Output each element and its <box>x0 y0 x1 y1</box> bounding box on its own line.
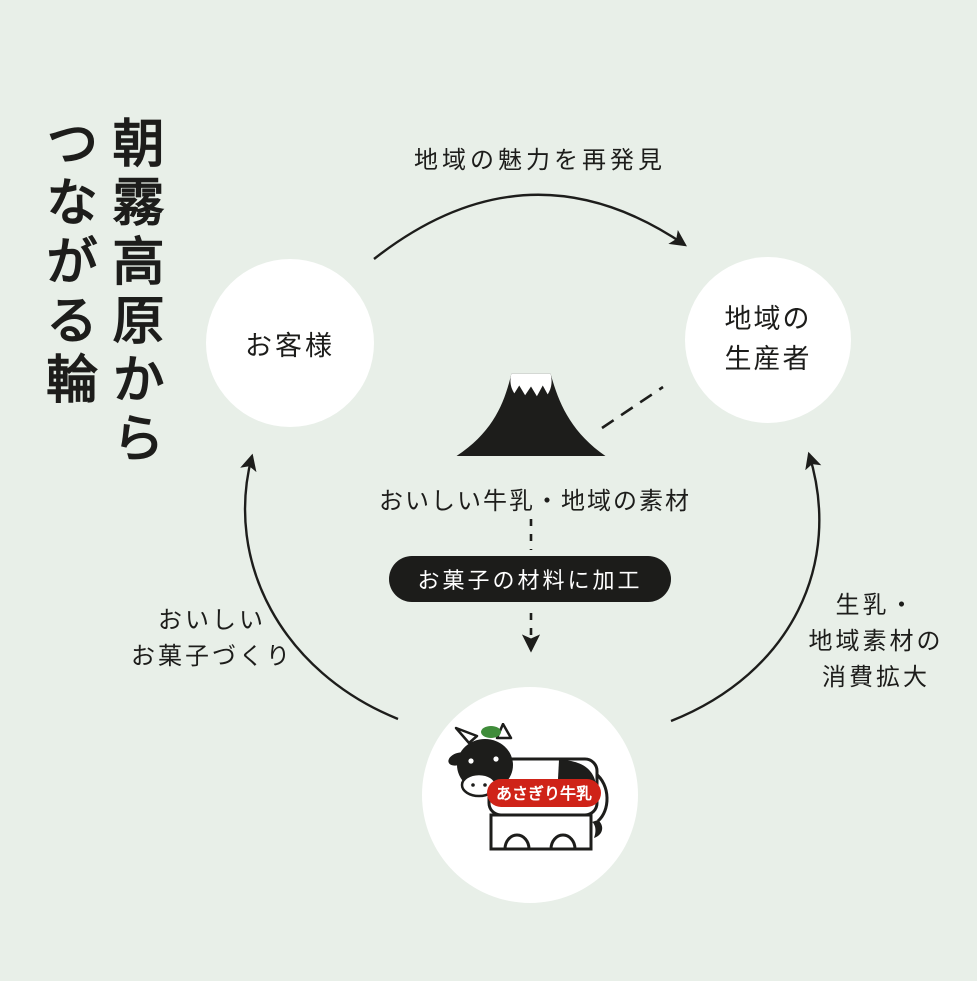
mt-fuji-graphic <box>456 373 606 457</box>
brand-logo-text: あさぎり牛乳 <box>495 784 591 803</box>
node-producer-label-line1: 地域の <box>724 303 812 335</box>
label-consumption-line1: 生乳・ <box>835 591 917 619</box>
label-sweets-making: おいしい お菓子づくり <box>92 602 332 674</box>
label-milk-materials: おいしい牛乳・地域の素材 <box>379 487 691 515</box>
mt-fuji-icon <box>452 361 610 459</box>
node-factory: あさぎり牛乳 <box>422 687 638 903</box>
label-rediscover: 地域の魅力を再発見 <box>414 146 666 174</box>
label-consumption-line2: 地域素材の <box>808 627 944 655</box>
node-producer-label-line2: 生産者 <box>724 344 812 375</box>
process-pill: お菓子の材料に加工 <box>389 556 671 602</box>
arrow-rediscover <box>373 193 687 260</box>
label-consumption: 生乳・ 地域素材の 消費拡大 <box>756 587 977 695</box>
node-producer: 地域の 生産者 <box>685 257 851 423</box>
label-consumption-line3: 消費拡大 <box>822 663 930 691</box>
cow-logo: あさぎり牛乳 <box>422 687 638 903</box>
node-customer-label: お客様 <box>245 330 335 362</box>
label-sweets-making-line2: お菓子づくり <box>131 642 293 670</box>
label-sweets-making-line1: おいしい <box>158 606 266 634</box>
dashed-line-fuji-to-producer <box>601 385 664 430</box>
node-customer: お客様 <box>206 259 374 427</box>
page-title: 朝霧高原からつながる輪 <box>36 116 164 470</box>
cow-graphic: あさぎり牛乳 <box>447 722 608 850</box>
